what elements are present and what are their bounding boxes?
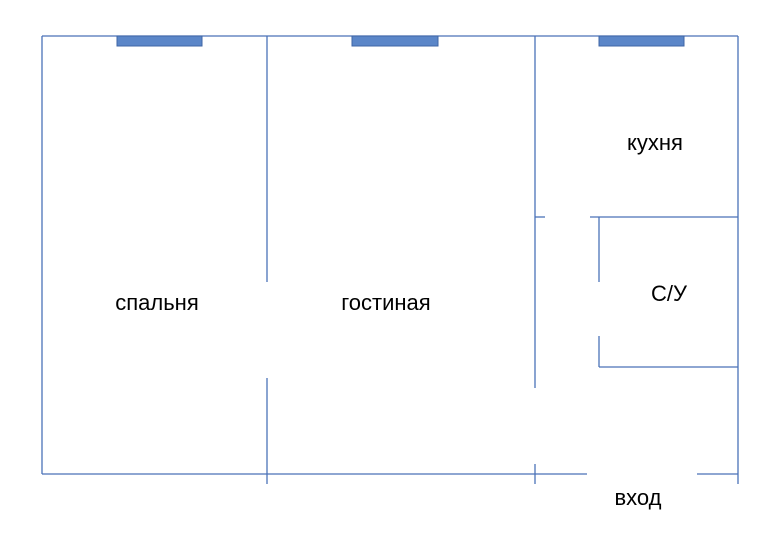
interior-walls — [266, 36, 738, 484]
living-room-window — [351, 35, 439, 47]
entrance-label: вход — [614, 485, 661, 510]
kitchen-label: кухня — [627, 130, 683, 155]
bedroom-label: спальня — [115, 290, 199, 315]
kitchen-window — [598, 35, 685, 47]
outer-walls — [41, 35, 739, 484]
bathroom-label: С/У — [651, 281, 688, 306]
bedroom-window — [116, 35, 203, 47]
windows — [116, 35, 685, 47]
living-room-label: гостиная — [341, 290, 430, 315]
room-labels: спальня гостиная кухня С/У вход — [115, 130, 688, 510]
